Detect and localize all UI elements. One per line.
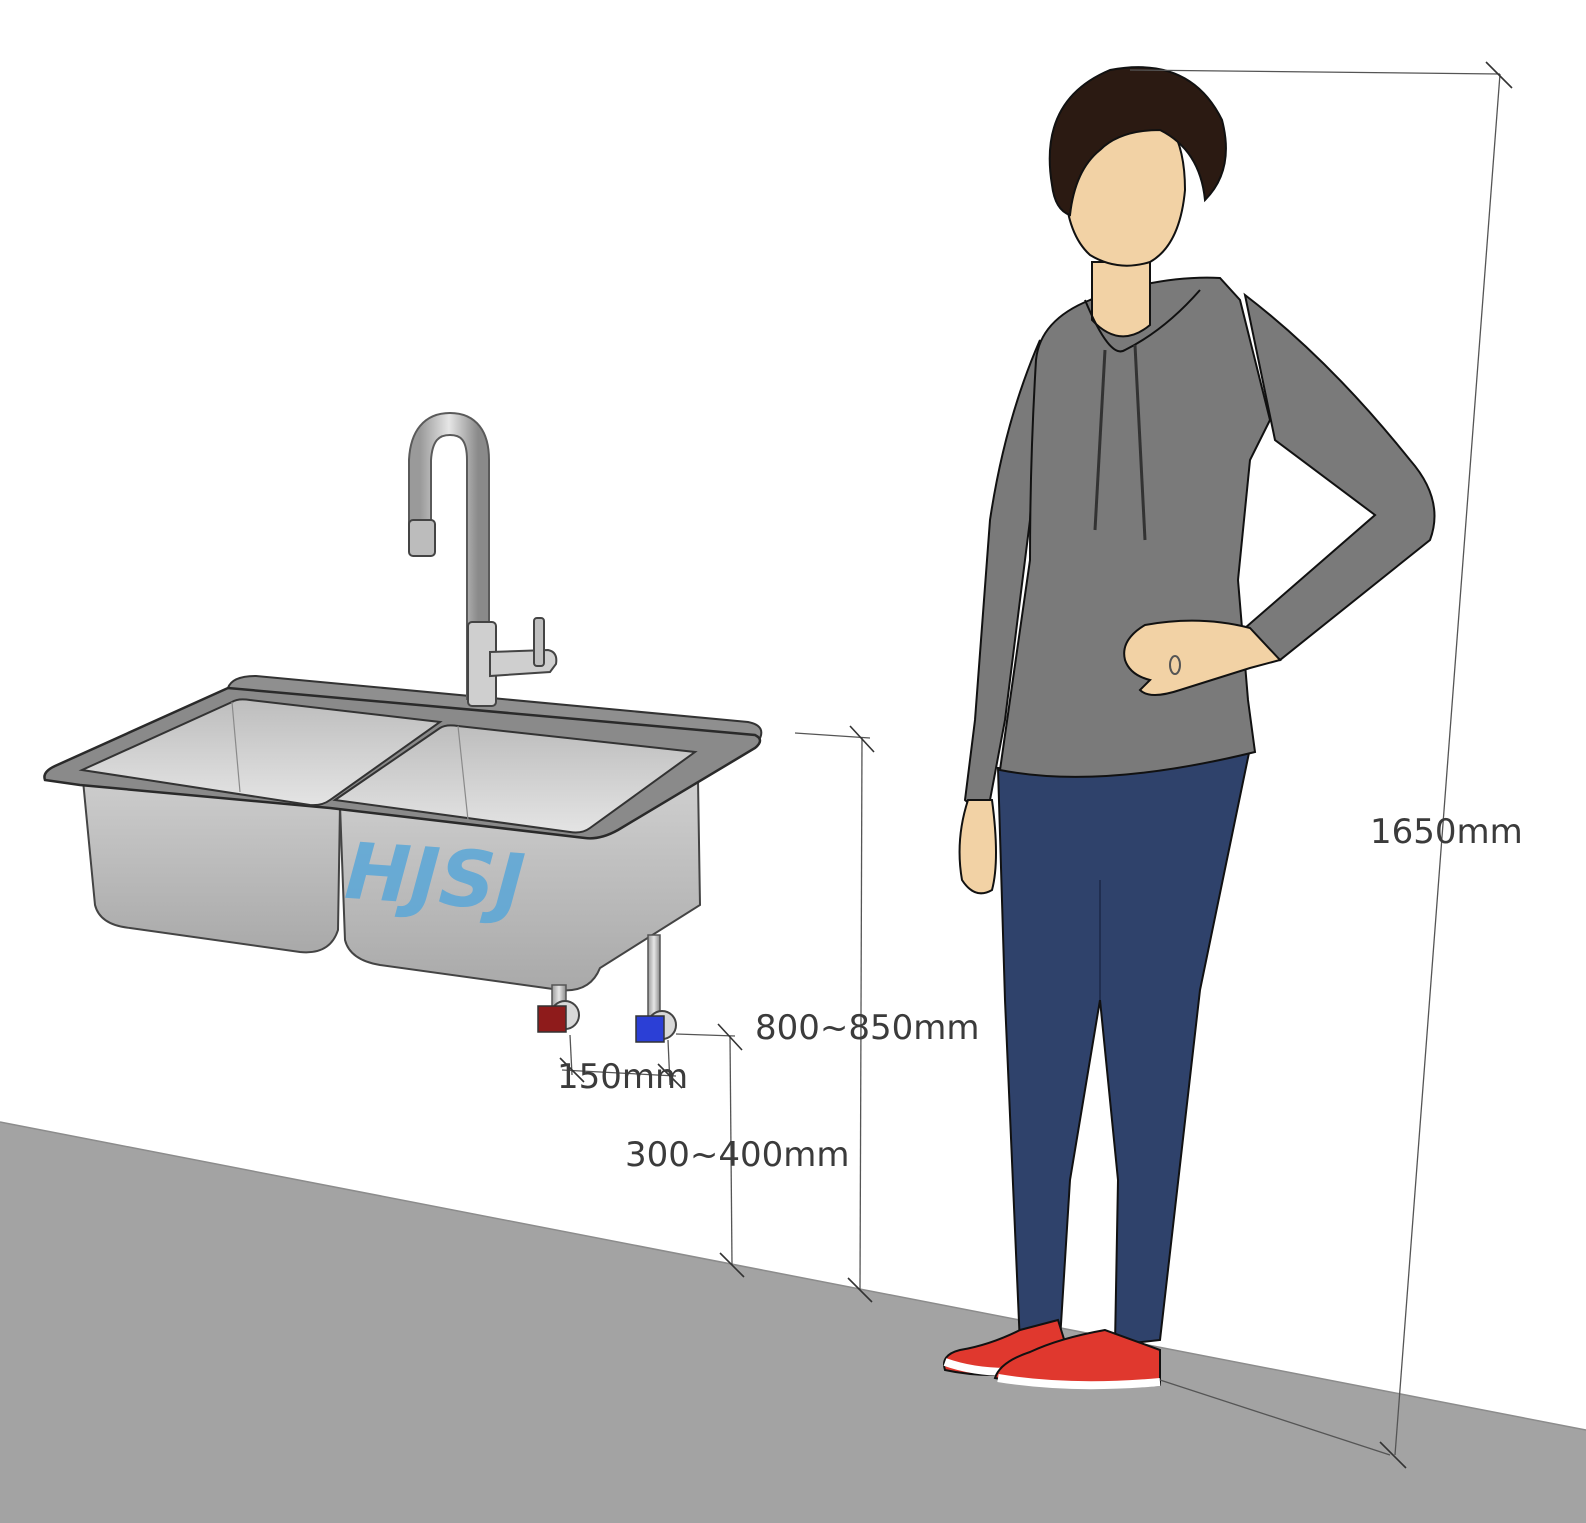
floor — [0, 1122, 1586, 1523]
drawstring-right — [1133, 344, 1147, 541]
cold-valve-handle — [635, 1015, 665, 1043]
right-hand — [1123, 619, 1282, 696]
dimension-person-height — [1129, 61, 1513, 1469]
hair — [1048, 66, 1227, 217]
dimension-valve-height — [675, 1023, 745, 1278]
watermark-logo: HJSJ — [342, 827, 527, 929]
left-hand — [958, 799, 997, 895]
ring-icon — [1169, 655, 1181, 675]
label-sink-height: 800~850mm — [755, 1008, 980, 1048]
hot-valve-handle — [537, 1005, 567, 1033]
dimension-valve-spacing — [559, 1034, 683, 1089]
double-bowl-sink-icon — [43, 674, 763, 992]
supply-pipes — [537, 934, 677, 1043]
gooseneck-faucet-icon — [408, 411, 558, 707]
standing-person-icon — [943, 66, 1436, 1390]
dimension-sink-height — [794, 725, 875, 1303]
label-valve-height: 300~400mm — [625, 1135, 850, 1175]
drawstring-left — [1093, 349, 1107, 531]
label-person-height: 1650mm — [1370, 812, 1523, 852]
label-valve-spacing: 150mm — [557, 1057, 688, 1097]
